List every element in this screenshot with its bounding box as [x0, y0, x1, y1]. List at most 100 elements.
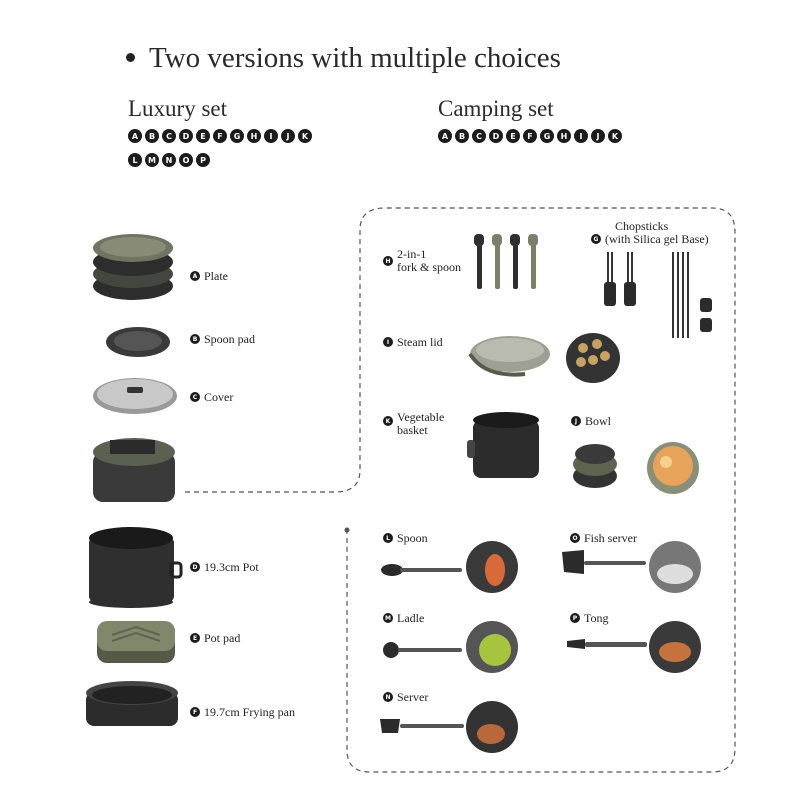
- letter-badge: H: [557, 129, 571, 143]
- camping-set-heading: Camping set: [438, 96, 554, 121]
- label-text: Server: [397, 690, 429, 704]
- label-text: Ladle: [397, 611, 425, 625]
- bullet-icon: [126, 52, 135, 62]
- letter-badge: M: [383, 613, 393, 623]
- plate-image: [93, 234, 173, 300]
- label-text: Pot pad: [204, 631, 241, 645]
- title-text: Two versions with multiple choices: [149, 42, 561, 74]
- letter-badge: F: [523, 129, 537, 143]
- letter-badge: I: [574, 129, 588, 143]
- spoon-photo: [466, 541, 518, 593]
- letter-badge: G: [230, 129, 244, 143]
- letter-badge: K: [298, 129, 312, 143]
- label-server: N Server: [383, 691, 428, 704]
- letter-badge: A: [190, 271, 200, 281]
- letter-badge: H: [247, 129, 261, 143]
- label-text: Steam lid: [397, 335, 443, 349]
- letter-badge: N: [162, 153, 176, 167]
- label-bowl: J Bowl: [571, 415, 611, 428]
- label-text: Plate: [204, 269, 228, 283]
- label-text: 2-in-1: [397, 247, 427, 261]
- letter-badge: P: [196, 153, 210, 167]
- letter-badge: H: [383, 256, 393, 266]
- label-text: Vegetable: [397, 410, 445, 424]
- letter-badge: J: [571, 416, 581, 426]
- ladle-image: [383, 642, 462, 658]
- label-text: Bowl: [585, 414, 612, 428]
- letter-badge: E: [196, 129, 210, 143]
- label-text: Chopsticks: [615, 219, 669, 233]
- vegetable-basket-image: [467, 412, 539, 478]
- letter-badge: K: [383, 416, 393, 426]
- server-photo: [466, 701, 518, 753]
- letter-badge: L: [128, 153, 142, 167]
- page-title: Two versions with multiple choices: [122, 42, 561, 75]
- luxury-set-heading: Luxury set: [128, 96, 228, 121]
- label-chopsticks: G Chopsticks(with Silica gel Base): [591, 220, 709, 246]
- label-cover: C Cover: [190, 391, 233, 404]
- spoon-image: [381, 564, 462, 576]
- nested-set-image: [93, 438, 175, 502]
- label-text: Spoon pad: [204, 332, 255, 346]
- label-text: Tong: [584, 611, 609, 625]
- letter-badge: I: [383, 337, 393, 347]
- letter-badge: L: [383, 533, 393, 543]
- letter-badge: E: [506, 129, 520, 143]
- letter-badge: E: [190, 633, 200, 643]
- pot-image: [89, 527, 183, 608]
- letter-badge: B: [455, 129, 469, 143]
- steam-lid-image: [468, 336, 550, 377]
- label-pot: D 19.3cm Pot: [190, 561, 259, 574]
- pot-pad-image: [97, 621, 175, 663]
- letter-badge: D: [190, 562, 200, 572]
- label-text: basket: [397, 423, 428, 437]
- letter-badge: B: [190, 334, 200, 344]
- label-spoon-pad: B Spoon pad: [190, 333, 255, 346]
- letter-badge: I: [264, 129, 278, 143]
- letter-badge: A: [438, 129, 452, 143]
- letter-badge: C: [162, 129, 176, 143]
- letter-badge: J: [281, 129, 295, 143]
- bowl-image: [573, 442, 699, 494]
- tong-photo: [649, 621, 701, 673]
- label-text: 19.7cm Frying pan: [204, 705, 295, 719]
- letter-badge: M: [145, 153, 159, 167]
- frying-pan-image: [86, 681, 178, 726]
- label-text: Fish server: [584, 531, 637, 545]
- spoon-pad-image: [106, 327, 170, 357]
- steam-lid-in-pot-image: [566, 333, 620, 383]
- label-fish-server: O Fish server: [570, 532, 637, 545]
- label-frying-pan: F 19.7cm Frying pan: [190, 706, 295, 719]
- tong-image: [567, 639, 647, 649]
- fish-server-image: [562, 550, 646, 574]
- label-text: 19.3cm Pot: [204, 560, 259, 574]
- letter-badge: F: [190, 707, 200, 717]
- letter-badge: G: [540, 129, 554, 143]
- letter-badge: K: [608, 129, 622, 143]
- cover-image: [93, 378, 177, 414]
- fish-server-photo: [649, 541, 701, 593]
- label-text: Spoon: [397, 531, 428, 545]
- label-text: Cover: [204, 390, 234, 404]
- letter-badge: P: [570, 613, 580, 623]
- letter-badge: C: [190, 392, 200, 402]
- label-steam-lid: I Steam lid: [383, 336, 443, 349]
- letter-badge: D: [179, 129, 193, 143]
- letter-badge: O: [570, 533, 580, 543]
- label-spoon: L Spoon: [383, 532, 428, 545]
- letter-badge: D: [489, 129, 503, 143]
- label-ladle: M Ladle: [383, 612, 424, 625]
- label-plate: A Plate: [190, 270, 228, 283]
- letter-badge: O: [179, 153, 193, 167]
- chopsticks-image: [604, 252, 712, 338]
- letter-badge: G: [591, 234, 601, 244]
- label-tong: P Tong: [570, 612, 609, 625]
- label-text: (with Silica gel Base): [605, 232, 709, 246]
- letter-badge: N: [383, 692, 393, 702]
- server-image: [380, 719, 464, 733]
